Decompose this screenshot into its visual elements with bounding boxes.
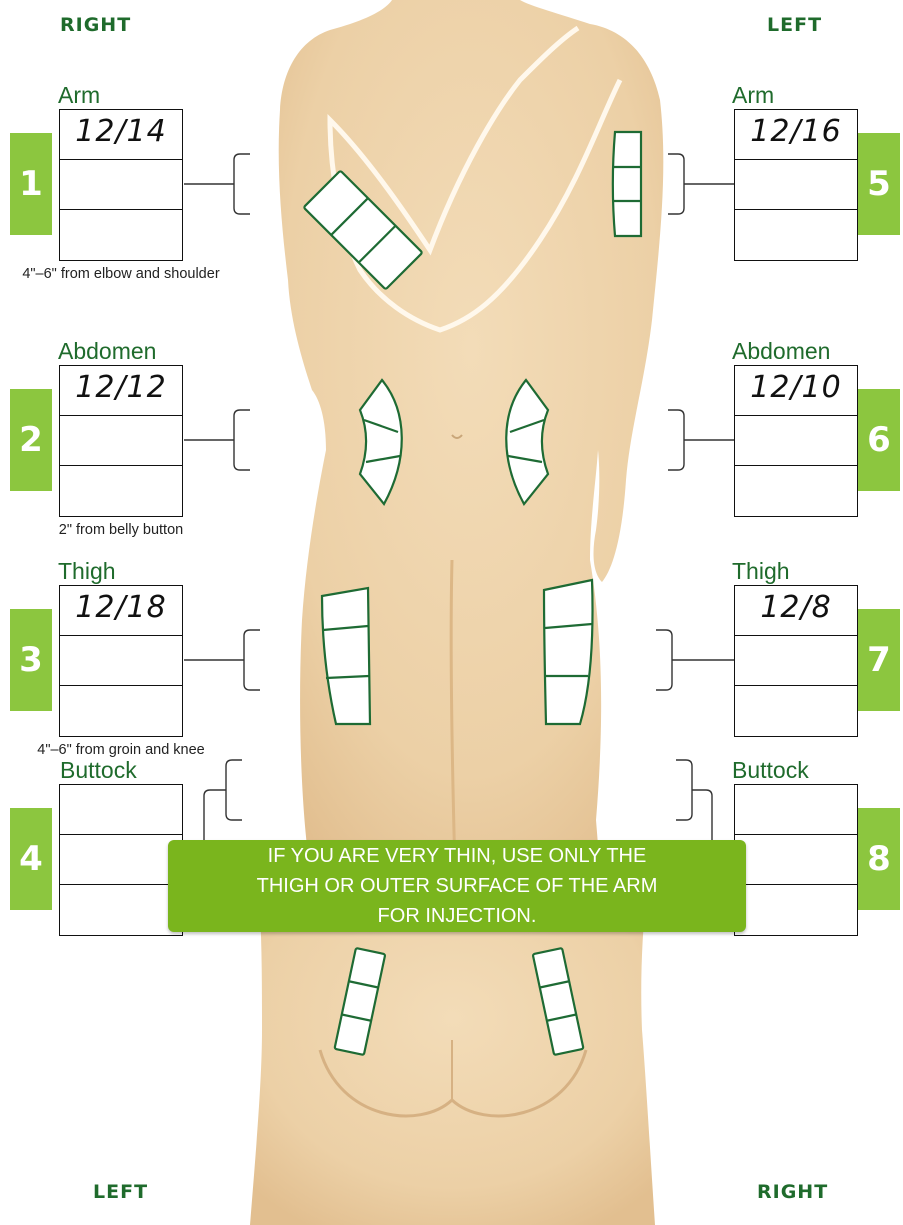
- site-7-number: 7: [858, 609, 900, 711]
- site-6-label: Abdomen: [732, 338, 830, 365]
- heading-top-left-side: LEFT: [767, 14, 822, 36]
- site-7-entry[interactable]: [735, 686, 857, 736]
- site-3-entry[interactable]: [60, 686, 182, 736]
- site-2-entry[interactable]: [60, 416, 182, 466]
- site-3-entry[interactable]: [60, 636, 182, 686]
- site-3-date-1: 12/18: [60, 590, 182, 625]
- site-7-entry[interactable]: [735, 636, 857, 686]
- site-8-number: 8: [858, 808, 900, 910]
- heading-bottom-right-side: RIGHT: [757, 1181, 828, 1203]
- site-3-label: Thigh: [58, 558, 116, 585]
- zone-left-arm: [613, 132, 641, 236]
- site-2-date-1: 12/12: [60, 370, 182, 405]
- site-2-entry[interactable]: [60, 466, 182, 516]
- site-4-entry[interactable]: [60, 835, 182, 885]
- site-8-entry[interactable]: [735, 835, 857, 885]
- site-7-label: Thigh: [732, 558, 790, 585]
- site-5-label: Arm: [732, 82, 774, 109]
- site-8-entry[interactable]: [735, 885, 857, 935]
- site-6-number: 6: [858, 389, 900, 491]
- site-2-entry[interactable]: 12/12: [60, 366, 182, 416]
- site-3-log: 12/18: [59, 585, 183, 737]
- site-2-number: 2: [10, 389, 52, 491]
- connector-7: [656, 630, 734, 690]
- site-5-number: 5: [858, 133, 900, 235]
- site-1-entry[interactable]: [60, 210, 182, 260]
- site-4-log: [59, 784, 183, 936]
- site-1-note: 4"–6" from elbow and shoulder: [21, 264, 221, 285]
- site-1-entry[interactable]: [60, 160, 182, 210]
- site-7-entry[interactable]: 12/8: [735, 586, 857, 636]
- site-1-number: 1: [10, 133, 52, 235]
- warning-text: IF YOU ARE VERY THIN, USE ONLY THE THIGH…: [242, 841, 672, 931]
- front-body-silhouette: [279, 0, 664, 870]
- site-1-date-1: 12/14: [60, 114, 182, 149]
- site-8-log: [734, 784, 858, 936]
- site-5-entry[interactable]: 12/16: [735, 110, 857, 160]
- connector-5: [668, 154, 734, 214]
- site-2-log: 12/12: [59, 365, 183, 517]
- heading-bottom-left-side: LEFT: [93, 1181, 148, 1203]
- site-5-entry[interactable]: [735, 160, 857, 210]
- site-4-entry[interactable]: [60, 785, 182, 835]
- site-6-log: 12/10: [734, 365, 858, 517]
- thin-patient-warning-banner: IF YOU ARE VERY THIN, USE ONLY THE THIGH…: [168, 840, 746, 932]
- site-7-date-1: 12/8: [735, 590, 857, 625]
- site-1-log: 12/14: [59, 109, 183, 261]
- site-5-log: 12/16: [734, 109, 858, 261]
- site-6-date-1: 12/10: [735, 370, 857, 405]
- site-4-label: Buttock: [60, 757, 137, 784]
- site-1-label: Arm: [58, 82, 100, 109]
- site-6-entry[interactable]: 12/10: [735, 366, 857, 416]
- connector-1: [184, 154, 250, 214]
- site-7-log: 12/8: [734, 585, 858, 737]
- site-5-date-1: 12/16: [735, 114, 857, 149]
- site-2-note: 2" from belly button: [21, 520, 221, 541]
- site-8-entry[interactable]: [735, 785, 857, 835]
- site-5-entry[interactable]: [735, 210, 857, 260]
- site-6-entry[interactable]: [735, 466, 857, 516]
- site-6-entry[interactable]: [735, 416, 857, 466]
- site-8-label: Buttock: [732, 757, 809, 784]
- site-2-label: Abdomen: [58, 338, 156, 365]
- site-4-number: 4: [10, 808, 52, 910]
- site-3-entry[interactable]: 12/18: [60, 586, 182, 636]
- heading-top-right-side: RIGHT: [60, 14, 131, 36]
- zone-thigh-left: [544, 580, 593, 724]
- site-3-number: 3: [10, 609, 52, 711]
- site-4-entry[interactable]: [60, 885, 182, 935]
- connector-3: [184, 630, 260, 690]
- site-1-entry[interactable]: 12/14: [60, 110, 182, 160]
- connector-6: [668, 410, 734, 470]
- connector-2: [184, 410, 250, 470]
